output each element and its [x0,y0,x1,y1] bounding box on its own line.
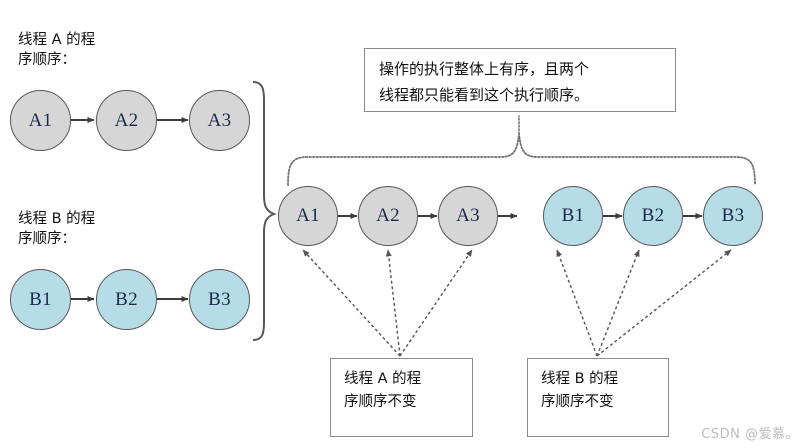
thread-a-caption: 线程 A 的程 序顺序： [18,32,96,68]
sequence-node-b2[interactable]: B2 [623,186,683,246]
node-label: A1 [28,109,53,131]
thread-b-node-b2[interactable]: B2 [96,269,157,330]
node-label: B1 [561,205,585,226]
node-label: B3 [721,205,745,226]
thread-a-node-a2[interactable]: A2 [96,90,157,151]
sequence-node-b1[interactable]: B1 [543,186,603,246]
callout-thread-b-order-preserved: 线程 B 的程 序顺序不变 [527,358,669,437]
node-label: A2 [114,109,139,131]
thread-b-preserved-arrows [556,249,732,357]
callout-thread-a-order-preserved: 线程 A 的程 序顺序不变 [330,358,473,437]
node-label: A3 [207,109,232,131]
thread-a-node-a3[interactable]: A3 [189,90,250,151]
node-label: A1 [296,205,320,226]
sequence-node-a1[interactable]: A1 [278,186,338,246]
node-label: B2 [115,288,138,310]
thread-b-caption: 线程 B 的程 序顺序： [18,211,96,247]
sequence-node-a3[interactable]: A3 [438,186,498,246]
thread-b-node-b1[interactable]: B1 [10,269,71,330]
csdn-watermark: CSDN @爱慕。 [701,427,799,442]
node-label: A3 [456,205,480,226]
sequence-node-b3[interactable]: B3 [703,186,763,246]
node-label: A2 [376,205,400,226]
sequence-dotted-brace [287,115,756,186]
node-label: B3 [208,288,231,310]
node-label: B2 [641,205,665,226]
node-label: B1 [29,288,52,310]
sequence-node-a2[interactable]: A2 [358,186,418,246]
thread-a-node-a1[interactable]: A1 [10,90,71,151]
thread-b-node-b3[interactable]: B3 [189,269,250,330]
grouping-brace [252,81,277,341]
callout-total-order: 操作的执行整体上有序，且两个 线程都只能看到这个执行顺序。 [364,48,676,112]
thread-a-preserved-arrows [302,249,473,357]
